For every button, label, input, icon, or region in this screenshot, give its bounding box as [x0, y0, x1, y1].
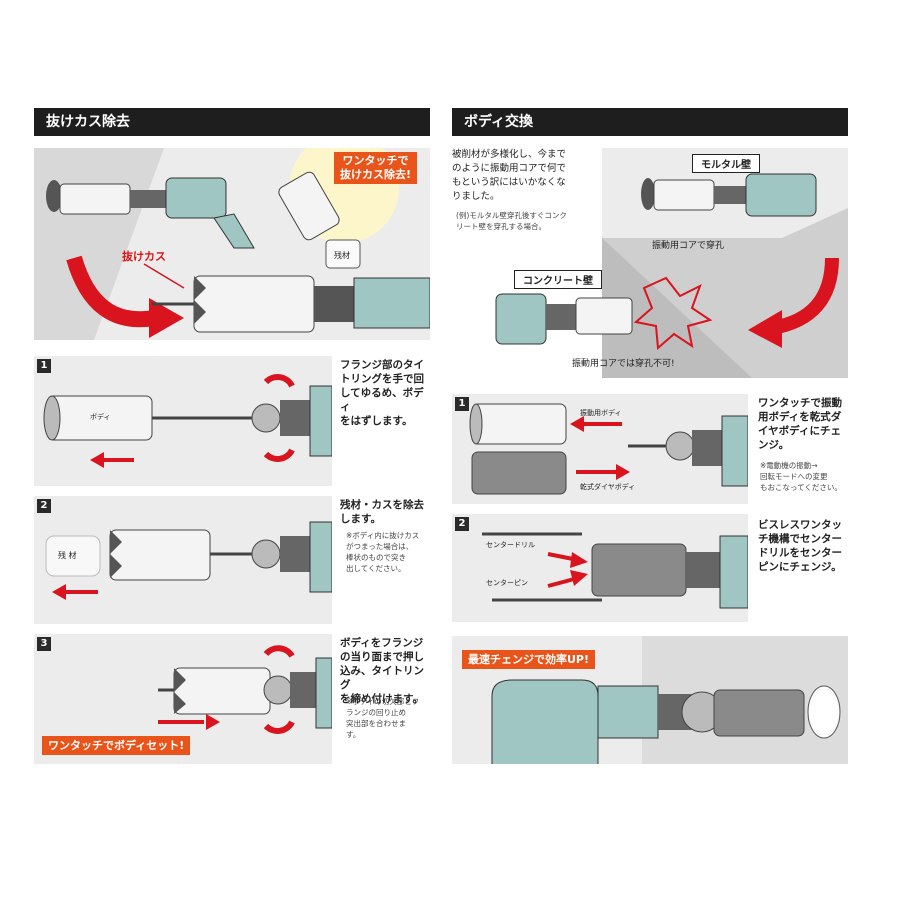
hero-panel-left: ワンタッチで 抜けカス除去! 抜けカス 残材 — [34, 148, 430, 340]
step-number: 2 — [455, 517, 469, 531]
right-step-1-text: ワンタッチで振動 用ボディを乾式ダ イヤボディにチェ ンジ。 — [758, 396, 850, 452]
left-step-3-note: ※ボディの切欠部とフ ランジの回り止め 突出部を合わせま す。 — [346, 696, 434, 740]
right-intro-note: (例)モルタル壁穿孔後すぐコンク リート壁を穿孔する場合。 — [456, 210, 606, 232]
left-section-header: 抜けカス除去 — [34, 108, 430, 136]
right-step-2-text: ビスレスワンタッ チ機構でセンター ドリルをセンター ピンにチェンジ。 — [758, 518, 850, 574]
note-line: 棒状のもので突き — [346, 553, 406, 562]
note-line: (例)モルタル壁穿孔後すぐコンク — [456, 211, 567, 220]
text-line: フランジ部のタイ — [340, 359, 424, 371]
waste-label: 抜けカス — [122, 250, 166, 263]
left-step-3-text: ボディをフランジ の当り面まで押し 込み、タイトリング を締め付けます。 — [340, 636, 432, 706]
left-step-1-text: フランジ部のタイ トリングを手で回 してゆるめ、ボディ をはずします。 — [340, 358, 432, 428]
text-line: ピンにチェンジ。 — [758, 561, 842, 573]
hero-callout-line1: ワンタッチで — [342, 154, 409, 167]
left-step-2-panel: 2 残 材 — [34, 496, 332, 624]
note-line: す。 — [346, 730, 361, 739]
text-line: してゆるめ、ボディ — [340, 387, 424, 413]
text-line: 込み、タイトリング — [340, 665, 424, 691]
note-line: ランジの回り止め — [346, 708, 406, 717]
note-line: がつまった場合は、 — [346, 542, 414, 551]
left-step-3-panel: 3 ワンタッチでボディセット! — [34, 634, 332, 764]
body-label: ボディ — [90, 413, 111, 421]
left-step-2-note: ※ボディ内に抜けカス がつまった場合は、 棒状のもので突き 出してください。 — [346, 530, 434, 574]
note-line: リート壁を穿孔する場合。 — [456, 222, 546, 231]
left-step-2-text: 残材・カスを除去 します。 — [340, 498, 432, 526]
text-line: ボディをフランジ — [340, 637, 424, 649]
note-line: ※ボディ内に抜けカス — [346, 531, 420, 540]
right-step-1-panel: 1 振動用ボディ 乾式ダイヤボディ — [452, 394, 748, 504]
text-line: 用ボディを乾式ダ — [758, 411, 842, 423]
intro-line: のように振動用コアで何で — [452, 163, 567, 174]
left-step-1-panel: 1 ボディ — [34, 356, 332, 486]
final-illustration — [491, 636, 848, 764]
step-1-illustration — [43, 374, 332, 468]
step-number: 1 — [37, 359, 51, 373]
note-line: 回転モードへの変更 — [760, 472, 828, 481]
right-section-header: ボディ交換 — [452, 108, 848, 136]
step-3-illustration — [158, 645, 332, 734]
step-number: 2 — [37, 499, 51, 513]
note-line: 出してください。 — [346, 564, 406, 573]
text-line: チ機構でセンター — [758, 533, 842, 545]
right-step-1-note: ※電動機の振動→ 回転モードへの変更 もおこなってください。 — [760, 460, 852, 493]
intro-line: もという訳にはいかなくな — [452, 177, 566, 188]
text-line: ドリルをセンター — [758, 547, 842, 559]
text-line: ンジ。 — [758, 439, 790, 451]
vibration-body-label: 振動用ボディ — [580, 409, 622, 417]
note-line: ※電動機の振動→ — [760, 461, 818, 470]
text-line: ビスレスワンタッ — [758, 519, 842, 531]
step-number: 3 — [37, 637, 51, 651]
right-step-2-panel: 2 センタードリル センターピン — [452, 514, 748, 622]
hero-callout-line2: 抜けカス除去! — [340, 168, 412, 181]
right-final-panel: 最速チェンジで効率UP! — [452, 636, 848, 764]
hero-slug-label: 残材 — [334, 251, 350, 260]
text-line: 残材・カスを除去 — [340, 499, 424, 511]
slug-label: 残 材 — [58, 551, 77, 560]
concrete-wall-label: コンクリート壁 — [514, 270, 602, 289]
text-line: ワンタッチで振動 — [758, 397, 842, 409]
body-set-tag: ワンタッチでボディセット! — [42, 736, 191, 755]
right-intro: 被削材が多様化し、今まで のように振動用コアで何で もという訳にはいかなくな り… — [452, 148, 602, 204]
mortar-wall-label: モルタル壁 — [692, 154, 760, 173]
note-line: もおこなってください。 — [760, 483, 842, 492]
right-step-1-illustration — [469, 403, 748, 495]
intro-line: りました。 — [452, 191, 500, 202]
center-drill-label: センタードリル — [486, 541, 535, 549]
right-step-2-illustration — [482, 532, 748, 609]
concrete-caption: 振動用コアでは穿孔不可! — [572, 359, 675, 369]
mortar-caption: 振動用コアで穿孔 — [652, 241, 725, 251]
dry-diamond-body-label: 乾式ダイヤボディ — [580, 483, 636, 491]
step-2-illustration — [45, 521, 332, 600]
text-line: の当り面まで押し — [340, 651, 424, 663]
center-pin-label: センターピン — [486, 579, 528, 587]
efficiency-tag: 最速チェンジで効率UP! — [462, 650, 596, 669]
step-number: 1 — [455, 397, 469, 411]
hero-callout: ワンタッチで 抜けカス除去! — [334, 152, 418, 184]
text-line: トリングを手で回 — [340, 373, 424, 385]
note-line: ※ボディの切欠部とフ — [346, 697, 420, 706]
text-line: します。 — [340, 513, 381, 525]
note-line: 突出部を合わせま — [346, 719, 406, 728]
text-line: を締め付けます。 — [340, 693, 423, 705]
text-line: をはずします。 — [340, 415, 413, 427]
intro-line: 被削材が多様化し、今まで — [452, 149, 567, 160]
text-line: イヤボディにチェ — [758, 425, 841, 437]
hero-panel-right: 被削材が多様化し、今まで のように振動用コアで何で もという訳にはいかなくな り… — [452, 148, 848, 378]
